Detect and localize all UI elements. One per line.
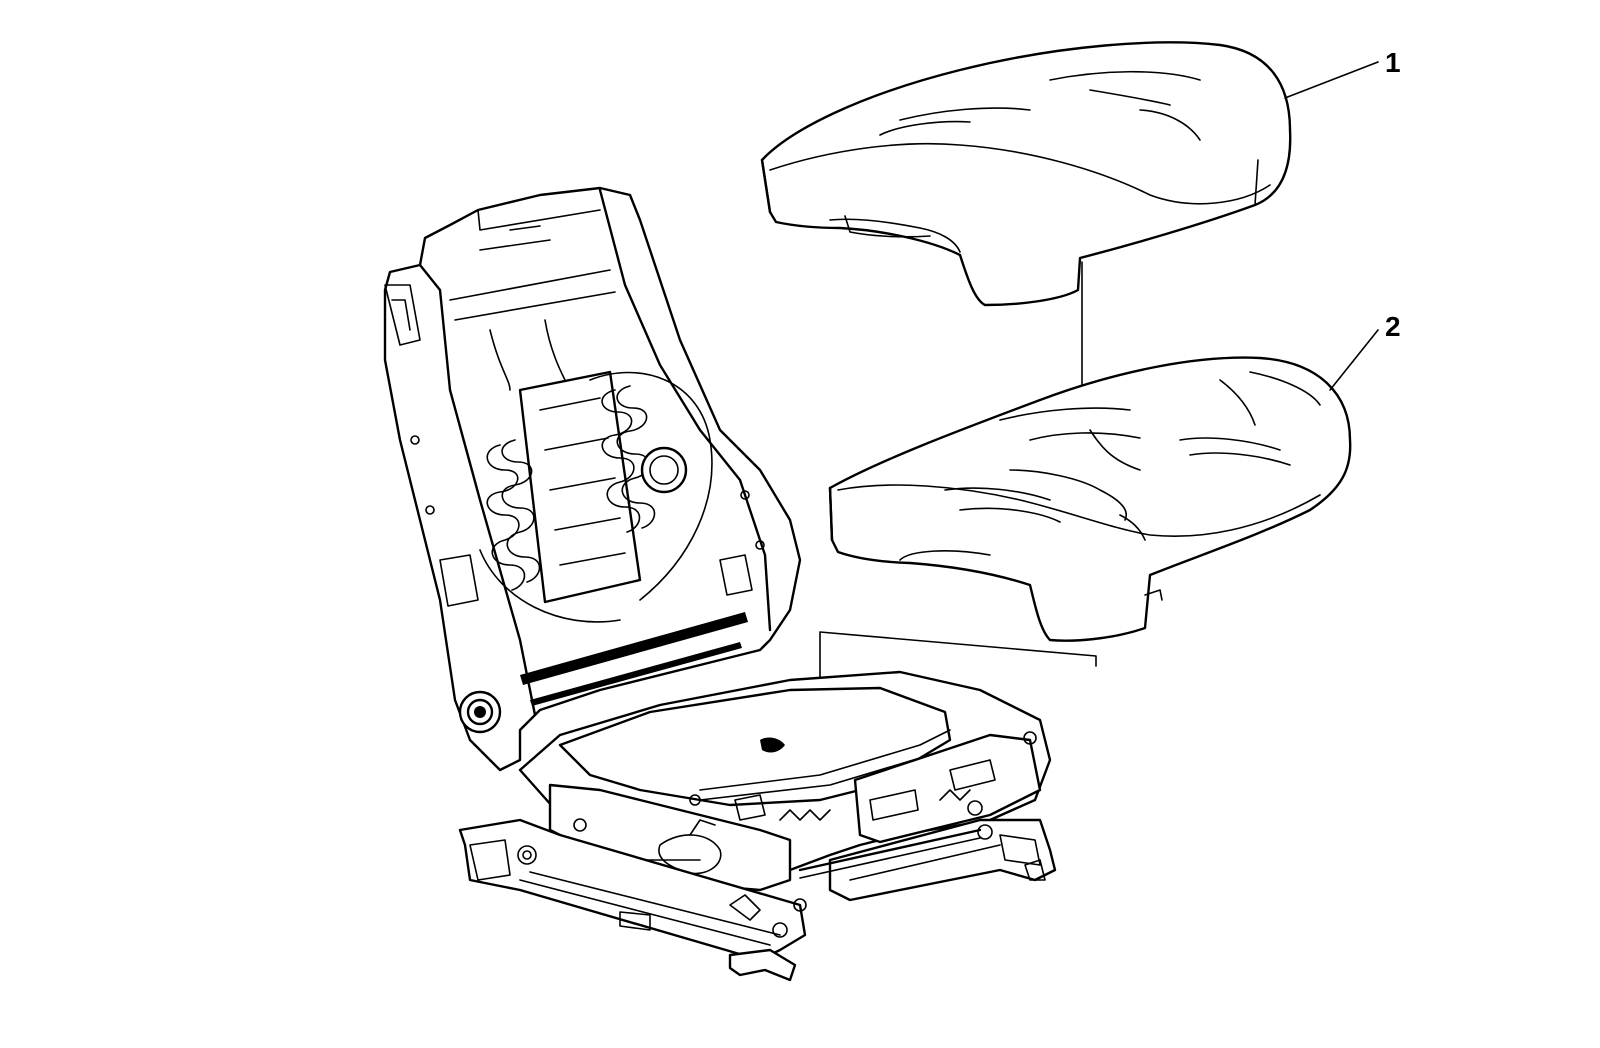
callout-1-label: 1 [1385, 47, 1401, 78]
seat-cushion-cover [760, 41, 1292, 307]
seat-tracks [458, 818, 1057, 982]
seat-back-frame [383, 186, 802, 772]
seat-cushion-pad [828, 356, 1352, 642]
callout-2-label: 2 [1385, 311, 1401, 342]
callout-2-leader [1329, 329, 1379, 391]
alignment-line-2 [819, 631, 1097, 701]
callout-1-leader [1284, 61, 1379, 99]
seat-base-frame [518, 670, 1052, 892]
